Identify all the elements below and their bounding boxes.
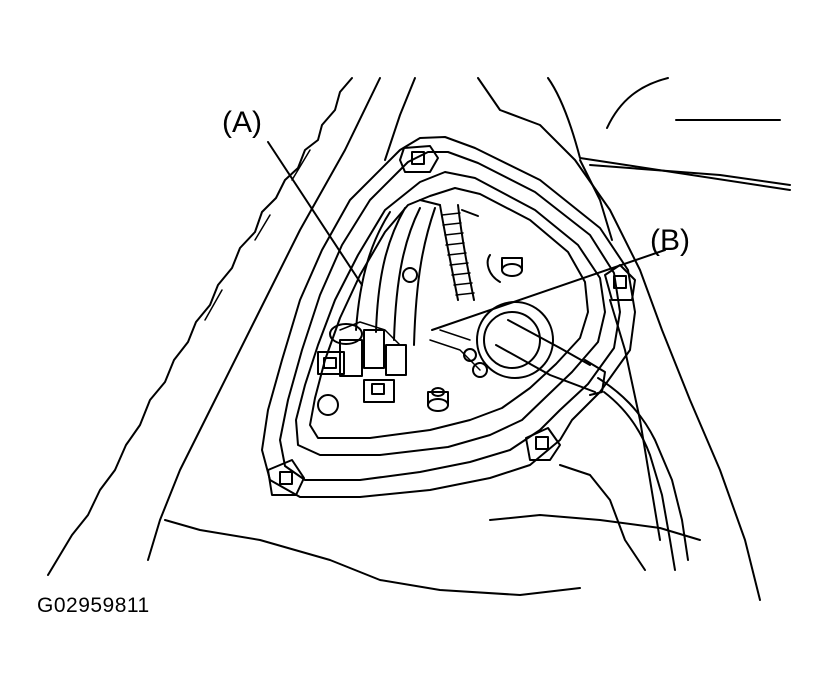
fuel-hose-pair [329,207,436,346]
hose-connector-left [317,267,418,416]
leader-line-a [267,141,363,286]
callout-label-b: (B) [650,224,690,257]
service-hole-cover-flange [261,136,636,498]
mounting-stud-center [427,387,449,412]
flange-bolt-tab-top [399,145,439,173]
callout-label-a: (A) [222,106,262,139]
floor-panel [164,299,701,596]
wire-harness-corrugated [419,199,479,301]
body-contour-right [384,77,791,601]
flange-bolt-tab-bottom-right [525,427,561,461]
leader-line-b [431,249,666,331]
body-panel-edge [47,77,381,576]
figure-code: G02959811 [37,594,150,617]
pump-electrical-connector [429,301,689,571]
flange-bolt-tab-bottom-left [267,459,305,496]
mounting-stud-right [486,254,523,283]
